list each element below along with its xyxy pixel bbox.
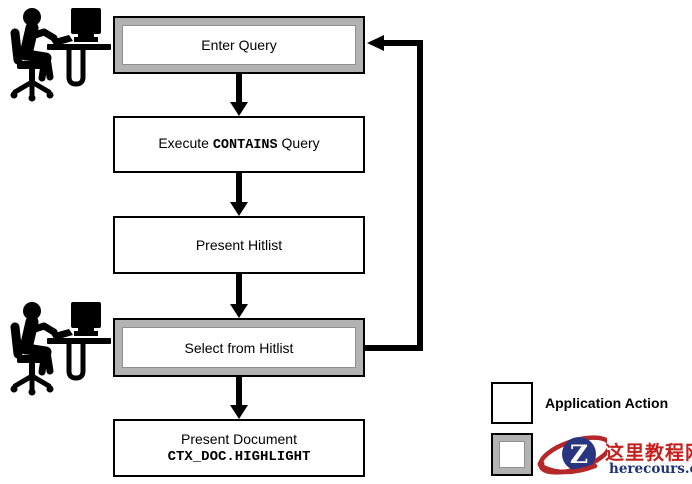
arrow-select-to-document: [230, 377, 248, 419]
watermark-site-name: 这里教程网: [605, 442, 692, 464]
watermark-z-icon: Z: [537, 435, 607, 475]
flow-box-present-document: Present Document CTX_DOC.HIGHLIGHT: [113, 419, 365, 477]
feedback-arrow-segment-top: [383, 40, 423, 46]
flow-box-enter-query-label: Enter Query: [201, 37, 277, 53]
flow-box-present-document-inner: Present Document CTX_DOC.HIGHLIGHT: [115, 421, 363, 475]
flow-box-present-hitlist: Present Hitlist: [113, 216, 365, 274]
arrow-shaft: [236, 173, 242, 203]
svg-text:Z: Z: [570, 440, 588, 469]
flow-box-present-hitlist-inner: Present Hitlist: [115, 218, 363, 272]
watermark-site-domain: herecours.com: [609, 461, 692, 477]
arrow-shaft: [236, 274, 242, 305]
arrow-enter-to-execute: [230, 74, 248, 116]
flow-box-present-document-line1: Present Document: [181, 431, 297, 447]
flow-box-select-from-hitlist: Select from Hitlist: [113, 318, 365, 377]
arrow-hitlist-to-select: [230, 274, 248, 318]
arrow-head-down: [230, 304, 248, 318]
arrow-execute-to-hitlist: [230, 173, 248, 216]
label-code: CONTAINS: [212, 138, 278, 153]
arrow-head-down: [230, 202, 248, 216]
flow-box-present-document-code: CTX_DOC.HIGHLIGHT: [167, 449, 311, 465]
flow-box-enter-query: Enter Query: [113, 16, 365, 74]
label-prefix: Execute: [158, 135, 213, 151]
flow-box-execute-contains-query: Execute CONTAINS Query: [113, 116, 365, 173]
user-at-computer-icon: [10, 8, 111, 102]
legend-application-action-swatch: [491, 382, 533, 424]
flow-box-present-hitlist-label: Present Hitlist: [195, 237, 283, 253]
arrow-shaft: [236, 74, 242, 103]
arrow-head-down: [230, 405, 248, 419]
label-suffix: Query: [277, 135, 320, 151]
user-at-computer-icon: [10, 302, 111, 396]
arrow-shaft: [236, 377, 242, 406]
flow-box-execute-contains-query-label: Execute CONTAINS Query: [158, 134, 319, 155]
flow-box-enter-query-inner: Enter Query: [122, 25, 356, 65]
feedback-arrow-segment-bottom: [365, 345, 423, 351]
legend-user-interaction-swatch-inner: [499, 441, 525, 468]
flow-box-execute-contains-query-inner: Execute CONTAINS Query: [115, 118, 363, 171]
flow-box-select-from-hitlist-label: Select from Hitlist: [184, 339, 294, 356]
feedback-arrow-head-left: [367, 35, 384, 51]
feedback-arrow-segment-vertical: [417, 40, 423, 351]
watermark-logo: Z 这里教程网 herecours.com: [535, 424, 692, 484]
legend-application-action-label: Application Action: [545, 395, 669, 411]
arrow-head-down: [230, 102, 248, 116]
flow-box-select-from-hitlist-inner: Select from Hitlist: [122, 327, 356, 368]
legend-user-interaction-swatch: [491, 433, 533, 476]
